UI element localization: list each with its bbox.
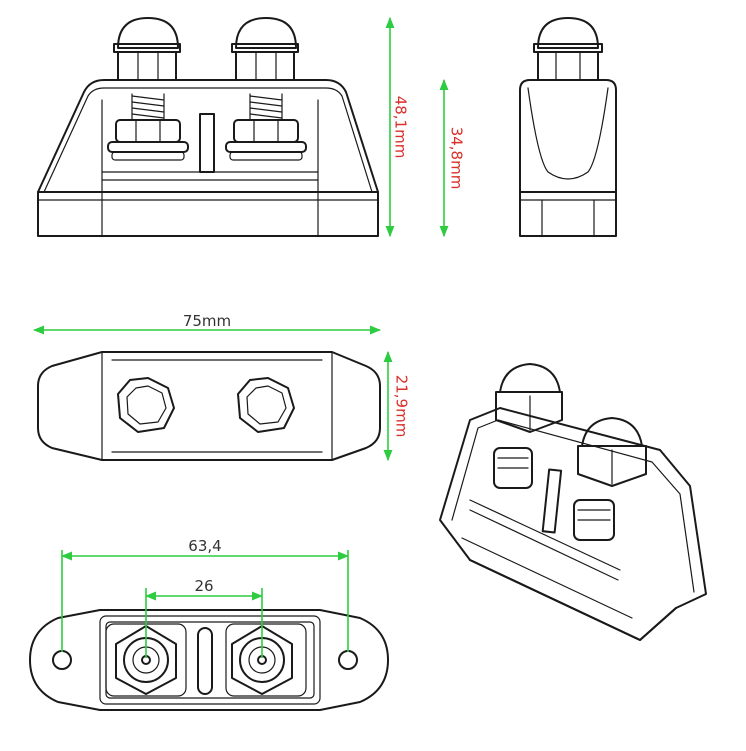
top-view [37,351,381,461]
bottom-nut-left [105,623,187,697]
front-divider [199,113,215,173]
front-nut-right [225,119,307,161]
dim-length: 75mm [32,312,382,335]
dim-height-side-label: 34,8mm [448,127,466,190]
mount-hole-left [52,650,72,670]
side-view [519,17,617,237]
dim-width: 21,9mm [383,350,411,462]
iso-stud-right [573,417,647,541]
iso-stud-left [493,363,563,489]
dim-stud-spacing-label: 26 [194,577,213,595]
front-spring-right [249,93,283,121]
dim-height-overall-label: 48,1mm [392,96,410,159]
dim-height-overall: 48,1mm [385,16,410,238]
dim-hole-spacing-label: 63,4 [188,537,221,555]
dim-width-label: 21,9mm [393,375,411,438]
front-view [37,17,379,237]
dim-height-side: 34,8mm [439,78,466,238]
dim-stud-spacing: 26 [144,577,264,658]
front-nut-left [107,119,189,161]
top-nut-left [117,377,175,433]
front-cap-left [113,17,181,81]
front-spring-left [131,93,165,121]
front-housing [37,79,379,237]
front-cap-right [231,17,299,81]
dim-length-label: 75mm [183,312,231,330]
isometric-view [439,363,707,641]
bottom-slot [197,627,213,695]
top-nut-right [237,377,295,433]
mount-hole-right [338,650,358,670]
bottom-nut-right [225,623,307,697]
dim-hole-spacing: 63,4 [60,537,350,652]
bottom-view [29,609,389,711]
